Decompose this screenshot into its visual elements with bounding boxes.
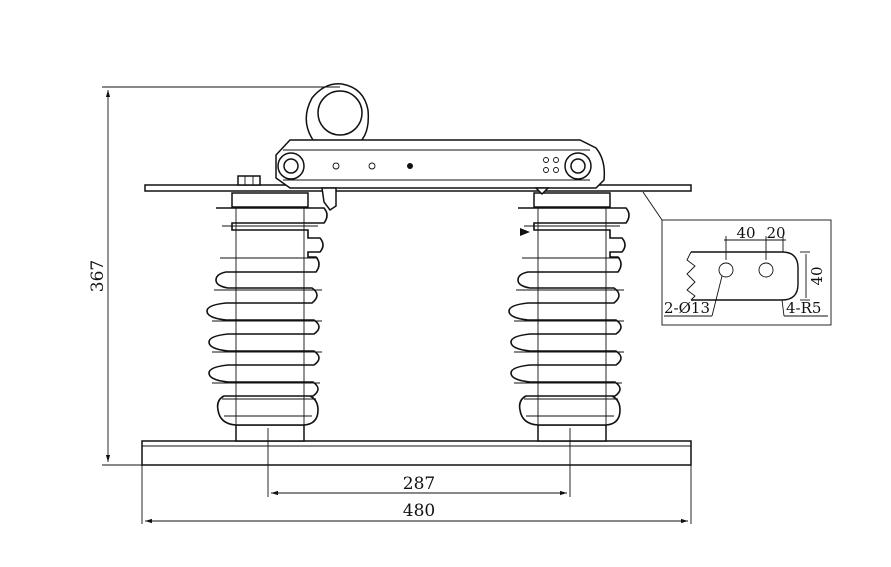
- bolt-nut: [237, 175, 261, 186]
- dimension-height: 367: [88, 86, 340, 466]
- detail-view: 40 20 40 2-Ø13 4-R5: [642, 191, 832, 326]
- detail-spacing-a: 40: [736, 224, 755, 242]
- base-plate: [141, 440, 692, 466]
- ring-handle: [305, 83, 370, 143]
- detail-holes-label: 2-Ø13: [664, 299, 710, 317]
- detail-radius-label: 4-R5: [786, 299, 821, 317]
- base-length-label: 480: [403, 501, 435, 521]
- switch-blade: [275, 139, 606, 212]
- left-insulator: [206, 192, 328, 442]
- detail-side-label: 40: [808, 266, 826, 285]
- dimension-base-length: 480: [141, 465, 692, 524]
- height-label: 367: [88, 260, 108, 292]
- right-insulator: [508, 192, 630, 442]
- insulator-spacing-label: 287: [403, 474, 435, 494]
- detail-spacing-b: 20: [766, 224, 785, 242]
- dimension-insulator-spacing: 287: [267, 428, 571, 497]
